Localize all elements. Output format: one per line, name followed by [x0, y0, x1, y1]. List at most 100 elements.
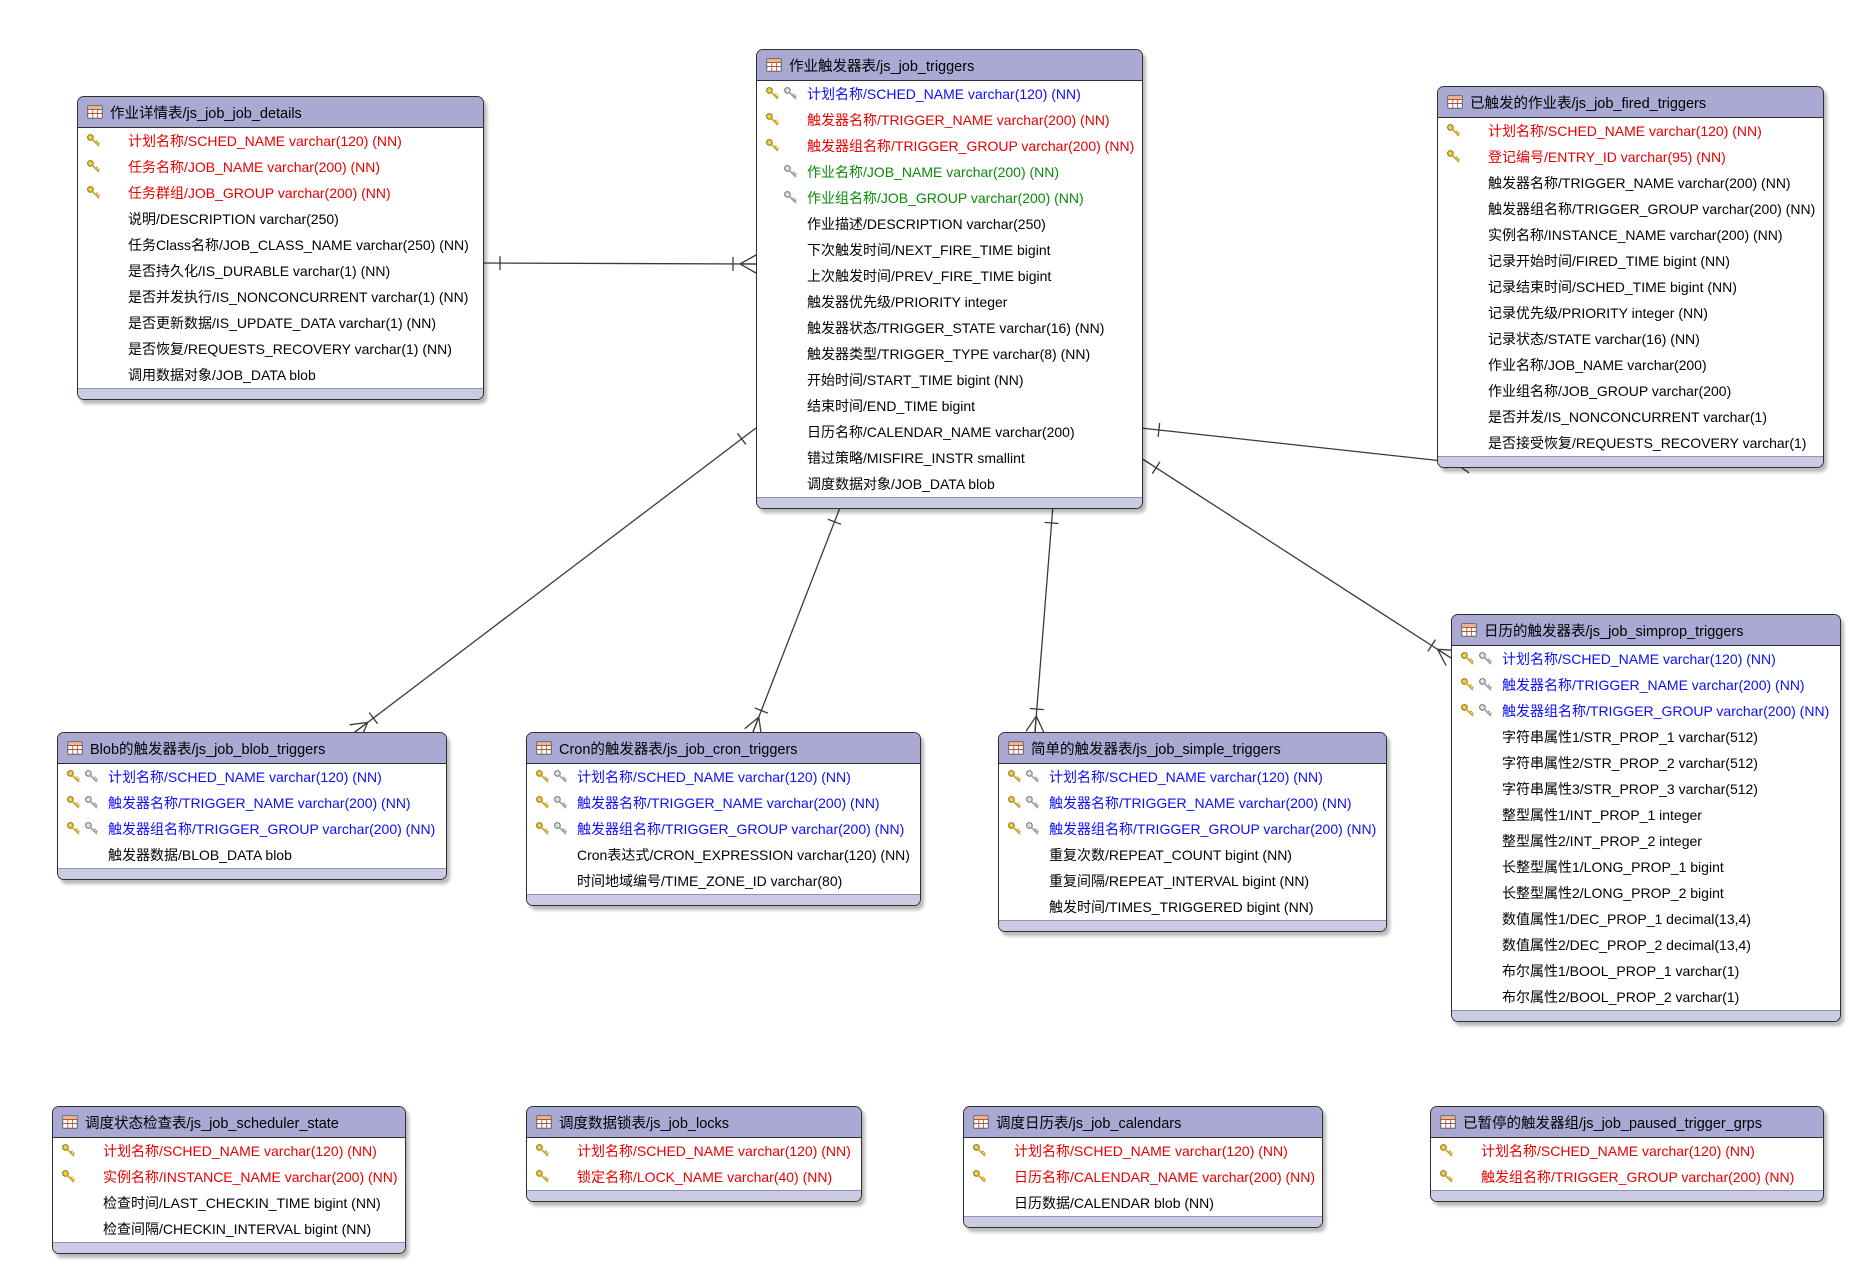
column-row[interactable]: 时间地域编号/TIME_ZONE_ID varchar(80) [527, 868, 920, 894]
relationship-triggers-to-fired[interactable] [1140, 422, 1472, 474]
table-header-js_job_scheduler_state[interactable]: 调度状态检查表/js_job_scheduler_state [53, 1107, 405, 1138]
column-row[interactable]: 任务群组/JOB_GROUP varchar(200) (NN) [78, 180, 483, 206]
column-row[interactable]: 作业名称/JOB_NAME varchar(200) (NN) [757, 159, 1142, 185]
column-row[interactable]: 计划名称/SCHED_NAME varchar(120) (NN) [1452, 646, 1840, 672]
column-row[interactable]: 计划名称/SCHED_NAME varchar(120) (NN) [78, 128, 483, 154]
column-row[interactable]: 触发组名称/TRIGGER_GROUP varchar(200) (NN) [1431, 1164, 1823, 1190]
column-row[interactable]: 触发器组名称/TRIGGER_GROUP varchar(200) (NN) [757, 133, 1142, 159]
relationship-triggers-to-blob[interactable] [349, 427, 757, 740]
column-row[interactable]: 整型属性1/INT_PROP_1 integer [1452, 802, 1840, 828]
column-row[interactable]: 登记编号/ENTRY_ID varchar(95) (NN) [1438, 144, 1823, 170]
column-row[interactable]: 上次触发时间/PREV_FIRE_TIME bigint [757, 263, 1142, 289]
table-header-js_job_job_details[interactable]: 作业详情表/js_job_job_details [78, 97, 483, 128]
column-row[interactable]: 错过策略/MISFIRE_INSTR smallint [757, 445, 1142, 471]
column-row[interactable]: 触发器状态/TRIGGER_STATE varchar(16) (NN) [757, 315, 1142, 341]
table-header-js_job_simprop_triggers[interactable]: 日历的触发器表/js_job_simprop_triggers [1452, 615, 1840, 646]
column-row[interactable]: 计划名称/SCHED_NAME varchar(120) (NN) [1438, 118, 1823, 144]
column-row[interactable]: 记录状态/STATE varchar(16) (NN) [1438, 326, 1823, 352]
column-row[interactable]: 实例名称/INSTANCE_NAME varchar(200) (NN) [1438, 222, 1823, 248]
column-row[interactable]: 说明/DESCRIPTION varchar(250) [78, 206, 483, 232]
column-row[interactable]: 记录优先级/PRIORITY integer (NN) [1438, 300, 1823, 326]
column-row[interactable]: 调度数据对象/JOB_DATA blob [757, 471, 1142, 497]
column-row[interactable]: 任务Class名称/JOB_CLASS_NAME varchar(250) (N… [78, 232, 483, 258]
table-header-js_job_simple_triggers[interactable]: 简单的触发器表/js_job_simple_triggers [999, 733, 1386, 764]
column-row[interactable]: 计划名称/SCHED_NAME varchar(120) (NN) [757, 81, 1142, 107]
column-row[interactable]: 触发器类型/TRIGGER_TYPE varchar(8) (NN) [757, 341, 1142, 367]
column-row[interactable]: 计划名称/SCHED_NAME varchar(120) (NN) [53, 1138, 405, 1164]
column-row[interactable]: 触发器组名称/TRIGGER_GROUP varchar(200) (NN) [1438, 196, 1823, 222]
column-row[interactable]: Cron表达式/CRON_EXPRESSION varchar(120) (NN… [527, 842, 920, 868]
column-row[interactable]: 计划名称/SCHED_NAME varchar(120) (NN) [1431, 1138, 1823, 1164]
column-row[interactable]: 是否恢复/REQUESTS_RECOVERY varchar(1) (NN) [78, 336, 483, 362]
column-row[interactable]: 触发时间/TIMES_TRIGGERED bigint (NN) [999, 894, 1386, 920]
column-row[interactable]: 计划名称/SCHED_NAME varchar(120) (NN) [527, 764, 920, 790]
column-row[interactable]: 是否并发/IS_NONCONCURRENT varchar(1) [1438, 404, 1823, 430]
column-row[interactable]: 计划名称/SCHED_NAME varchar(120) (NN) [964, 1138, 1322, 1164]
column-row[interactable]: 布尔属性2/BOOL_PROP_2 varchar(1) [1452, 984, 1840, 1010]
relationship-triggers-to-simple[interactable] [1025, 504, 1059, 733]
column-row[interactable]: 是否接受恢复/REQUESTS_RECOVERY varchar(1) [1438, 430, 1823, 456]
column-row[interactable]: 长整型属性2/LONG_PROP_2 bigint [1452, 880, 1840, 906]
column-row[interactable]: 布尔属性1/BOOL_PROP_1 varchar(1) [1452, 958, 1840, 984]
column-row[interactable]: 开始时间/START_TIME bigint (NN) [757, 367, 1142, 393]
column-row[interactable]: 计划名称/SCHED_NAME varchar(120) (NN) [58, 764, 446, 790]
relationship-triggers-to-cron[interactable] [744, 504, 842, 736]
column-row[interactable]: 日历数据/CALENDAR blob (NN) [964, 1190, 1322, 1216]
relationship-triggers-to-simprop[interactable] [1140, 457, 1456, 666]
column-row[interactable]: 记录结束时间/SCHED_TIME bigint (NN) [1438, 274, 1823, 300]
column-row[interactable]: 调用数据对象/JOB_DATA blob [78, 362, 483, 388]
column-row[interactable]: 触发器数据/BLOB_DATA blob [58, 842, 446, 868]
column-row[interactable]: 字符串属性1/STR_PROP_1 varchar(512) [1452, 724, 1840, 750]
column-row[interactable]: 触发器名称/TRIGGER_NAME varchar(200) (NN) [1438, 170, 1823, 196]
column-row[interactable]: 日历名称/CALENDAR_NAME varchar(200) (NN) [964, 1164, 1322, 1190]
column-row[interactable]: 实例名称/INSTANCE_NAME varchar(200) (NN) [53, 1164, 405, 1190]
column-row[interactable]: 结束时间/END_TIME bigint [757, 393, 1142, 419]
column-row[interactable]: 作业名称/JOB_NAME varchar(200) [1438, 352, 1823, 378]
column-row[interactable]: 触发器名称/TRIGGER_NAME varchar(200) (NN) [999, 790, 1386, 816]
column-row[interactable]: 检查间隔/CHECKIN_INTERVAL bigint (NN) [53, 1216, 405, 1242]
column-row[interactable]: 触发器组名称/TRIGGER_GROUP varchar(200) (NN) [999, 816, 1386, 842]
column-row[interactable]: 触发器名称/TRIGGER_NAME varchar(200) (NN) [527, 790, 920, 816]
column-row[interactable]: 作业组名称/JOB_GROUP varchar(200) [1438, 378, 1823, 404]
column-row[interactable]: 记录开始时间/FIRED_TIME bigint (NN) [1438, 248, 1823, 274]
column-row[interactable]: 作业描述/DESCRIPTION varchar(250) [757, 211, 1142, 237]
table-header-js_job_cron_triggers[interactable]: Cron的触发器表/js_job_cron_triggers [527, 733, 920, 764]
column-row[interactable]: 整型属性2/INT_PROP_2 integer [1452, 828, 1840, 854]
column-row[interactable]: 是否持久化/IS_DURABLE varchar(1) (NN) [78, 258, 483, 284]
column-row[interactable]: 任务名称/JOB_NAME varchar(200) (NN) [78, 154, 483, 180]
column-row[interactable]: 锁定名称/LOCK_NAME varchar(40) (NN) [527, 1164, 861, 1190]
column-row[interactable]: 长整型属性1/LONG_PROP_1 bigint [1452, 854, 1840, 880]
column-row[interactable]: 计划名称/SCHED_NAME varchar(120) (NN) [999, 764, 1386, 790]
column-row[interactable]: 触发器名称/TRIGGER_NAME varchar(200) (NN) [757, 107, 1142, 133]
table-header-js_job_triggers[interactable]: 作业触发器表/js_job_triggers [757, 50, 1142, 81]
table-header-js_job_locks[interactable]: 调度数据锁表/js_job_locks [527, 1107, 861, 1138]
column-row[interactable]: 下次触发时间/NEXT_FIRE_TIME bigint [757, 237, 1142, 263]
column-row[interactable]: 是否更新数据/IS_UPDATE_DATA varchar(1) (NN) [78, 310, 483, 336]
relationship-details-to-triggers[interactable] [481, 254, 757, 274]
column-row[interactable]: 数值属性2/DEC_PROP_2 decimal(13,4) [1452, 932, 1840, 958]
column-row[interactable]: 字符串属性2/STR_PROP_2 varchar(512) [1452, 750, 1840, 776]
column-row[interactable]: 触发器组名称/TRIGGER_GROUP varchar(200) (NN) [58, 816, 446, 842]
column-row[interactable]: 触发器名称/TRIGGER_NAME varchar(200) (NN) [58, 790, 446, 816]
column-row[interactable]: 触发器优先级/PRIORITY integer [757, 289, 1142, 315]
table-header-js_job_calendars[interactable]: 调度日历表/js_job_calendars [964, 1107, 1322, 1138]
table-header-js_job_blob_triggers[interactable]: Blob的触发器表/js_job_blob_triggers [58, 733, 446, 764]
column-row[interactable]: 数值属性1/DEC_PROP_1 decimal(13,4) [1452, 906, 1840, 932]
column-row[interactable]: 触发器名称/TRIGGER_NAME varchar(200) (NN) [1452, 672, 1840, 698]
column-row[interactable]: 计划名称/SCHED_NAME varchar(120) (NN) [527, 1138, 861, 1164]
column-row[interactable]: 字符串属性3/STR_PROP_3 varchar(512) [1452, 776, 1840, 802]
table-header-js_job_fired_triggers[interactable]: 已触发的作业表/js_job_fired_triggers [1438, 87, 1823, 118]
column-row[interactable]: 作业组名称/JOB_GROUP varchar(200) (NN) [757, 185, 1142, 211]
column-row[interactable]: 重复次数/REPEAT_COUNT bigint (NN) [999, 842, 1386, 868]
column-row[interactable]: 检查时间/LAST_CHECKIN_TIME bigint (NN) [53, 1190, 405, 1216]
